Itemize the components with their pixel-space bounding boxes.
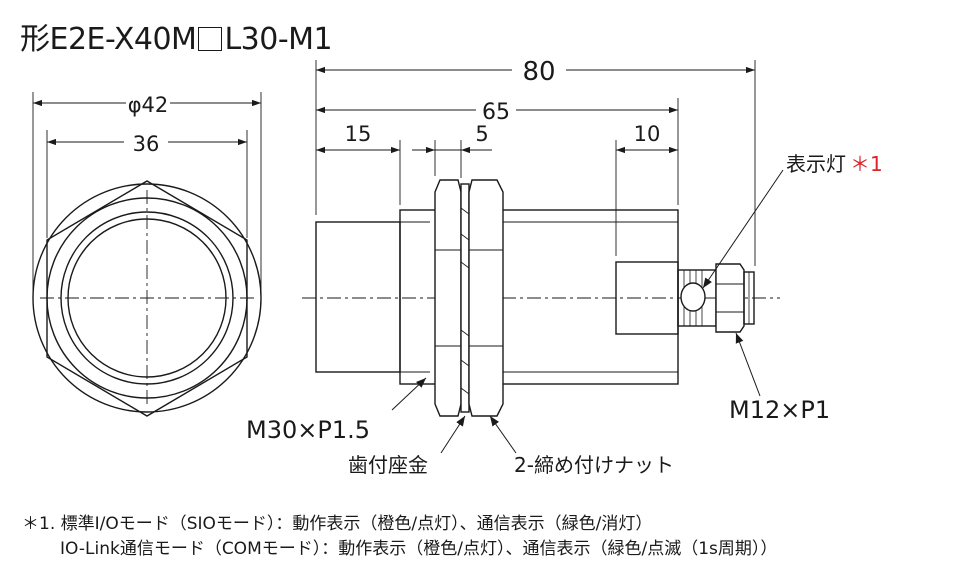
label-thread-m30: M30×P1.5 (246, 416, 370, 444)
dim-dia-42: φ42 (128, 93, 169, 117)
indicator-window (680, 282, 706, 312)
connector (615, 261, 755, 335)
dim-front-15: 15 (345, 122, 372, 146)
label-toothed-washer: 歯付座金 (348, 453, 428, 477)
leader-washer (440, 415, 466, 454)
dim-connector-10: 10 (634, 122, 661, 146)
label-indicator: 表示灯＊1 (786, 152, 883, 176)
leader-nut (489, 415, 517, 454)
front-view (32, 92, 262, 417)
nut-left (434, 179, 462, 417)
hex-nut-outline (46, 180, 248, 417)
dim-total-80: 80 (522, 57, 555, 87)
toothed-washer (460, 183, 470, 413)
leader-indicator (702, 169, 784, 289)
front-center-lines (40, 190, 255, 405)
footnote-line-1: ＊1. 標準I/Oモード（SIOモード）：動作表示（橙色/点灯）、通信表示（緑色… (22, 514, 653, 534)
model-prefix: 形E2E-X40M (20, 22, 197, 57)
label-thread-m12: M12×P1 (729, 396, 830, 424)
footnote-line-2: IO-Link通信モード（COMモード）：動作表示（橙色/点灯）、通信表示（緑色… (60, 539, 778, 559)
label-indicator-ref: ＊1 (850, 152, 883, 176)
side-view (302, 60, 784, 454)
diagram-title: 形E2E-X40M L30-M1 (20, 14, 333, 58)
label-indicator-text: 表示灯 (786, 152, 846, 176)
dim-af-36: 36 (133, 132, 160, 156)
dim-nut-5: 5 (475, 122, 488, 146)
sensing-head (315, 221, 401, 373)
label-tightening-nuts: 2-締め付けナット (514, 453, 674, 477)
outer-circle (32, 183, 262, 413)
footnotes: ＊1. 標準I/Oモード（SIOモード）：動作表示（橙色/点灯）、通信表示（緑色… (22, 512, 777, 562)
leader-m12 (735, 332, 761, 397)
leader-m30 (391, 377, 427, 411)
nut-right (468, 179, 504, 417)
model-suffix: L30-M1 (224, 22, 333, 57)
model-placeholder-box (198, 27, 223, 51)
dim-body-65: 65 (482, 100, 510, 125)
